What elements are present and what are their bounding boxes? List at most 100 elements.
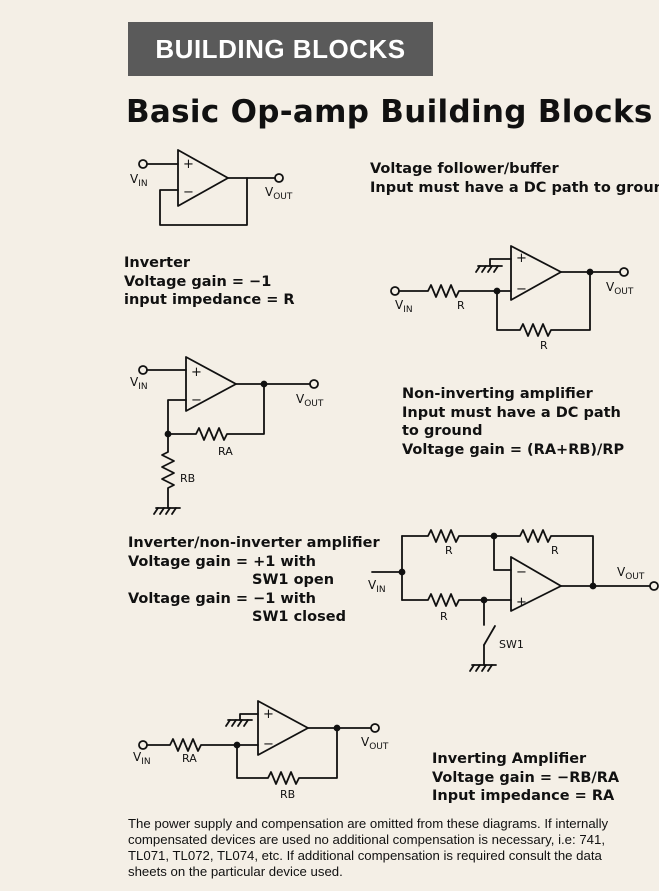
- r-label: R: [440, 610, 448, 623]
- output-terminal: [274, 173, 284, 183]
- wire: [489, 258, 512, 267]
- plus-label: +: [191, 365, 202, 380]
- r-label: R: [551, 544, 559, 557]
- wire: [493, 535, 512, 571]
- vin-label: VIN: [133, 750, 151, 767]
- footer-note: The power supply and compensation are om…: [128, 816, 609, 879]
- output-terminal: [370, 723, 380, 733]
- ground-hatch: [475, 664, 481, 672]
- caption-inverter-non-inverter: Inverter/non-inverter amplifier Voltage …: [128, 534, 380, 627]
- ground-hatch: [469, 664, 475, 672]
- plus-label: +: [263, 707, 274, 722]
- ground-hatch: [487, 664, 493, 672]
- wire: [239, 713, 259, 721]
- ground-hatch: [481, 664, 487, 672]
- vout-label: VOUT: [361, 735, 389, 752]
- caption-non-inverting: Non-inverting amplifier Input must have …: [402, 385, 624, 459]
- minus-label: −: [191, 393, 202, 408]
- caption-line: input impedance = R: [124, 292, 295, 308]
- caption-voltage-follower: Voltage follower/buffer Input must have …: [370, 160, 659, 197]
- r-label: R: [457, 299, 465, 312]
- ground-hatch: [493, 265, 499, 273]
- gain-condition: SW1 closed: [252, 609, 346, 625]
- junction-dot: [589, 582, 597, 590]
- vout-label: VOUT: [296, 392, 324, 409]
- output-terminal: [309, 379, 319, 389]
- ground-hatch: [153, 507, 159, 515]
- wire: [167, 399, 187, 435]
- page-title: Basic Op-amp Building Blocks: [126, 94, 653, 130]
- caption-gain-row-2: Voltage gain = −1 with: [128, 590, 380, 609]
- resistor-rb: [161, 433, 175, 509]
- vout-label: VOUT: [606, 280, 634, 297]
- opamp: [177, 149, 229, 207]
- resistor-r-feedback: [493, 529, 594, 587]
- caption-title: Inverter/non-inverter amplifier: [128, 535, 380, 551]
- vout-label: VOUT: [265, 185, 293, 202]
- ground-hatch: [243, 719, 249, 727]
- gain-value: −1 with: [253, 590, 316, 607]
- diagram-inverter: + − VIN VOUT R R: [390, 245, 634, 352]
- switch-sw1: [483, 625, 496, 646]
- caption-line: Inverter: [124, 255, 191, 271]
- opamp: [185, 356, 237, 412]
- opamp: [257, 700, 309, 756]
- resistor-ra: [167, 383, 265, 441]
- ra-label: RA: [218, 445, 233, 458]
- junction-dot: [586, 268, 594, 276]
- vin-label: VIN: [368, 578, 386, 595]
- ra-label: RA: [182, 752, 197, 765]
- ground-hatch: [487, 265, 493, 273]
- diagram-voltage-follower: + − VIN VOUT: [130, 149, 293, 226]
- gain-label: Voltage gain =: [128, 553, 248, 570]
- caption-line: Voltage gain = −RB/RA: [432, 769, 620, 786]
- ground-hatch: [159, 507, 165, 515]
- junction-dot: [493, 287, 501, 295]
- resistor-r-top: [401, 529, 495, 543]
- gain-value: +1 with: [253, 553, 316, 570]
- resistor-r-bottom: [401, 593, 512, 607]
- plus-label: +: [183, 157, 194, 172]
- resistor-r: [398, 284, 498, 298]
- minus-label: −: [263, 737, 274, 752]
- caption-line: Input must have a DC path to ground: [370, 179, 659, 196]
- gain-label: Voltage gain =: [128, 590, 248, 607]
- ground-hatch: [481, 265, 487, 273]
- ground-hatch: [231, 719, 237, 727]
- resistor-ra: [146, 738, 238, 752]
- caption-line: Input impedance = RA: [432, 788, 615, 804]
- plus-label: +: [516, 251, 527, 266]
- vin-label: VIN: [395, 298, 413, 315]
- caption-line: Voltage gain = −1: [124, 273, 272, 290]
- gain-condition: SW1 open: [252, 572, 335, 588]
- minus-label: −: [183, 185, 194, 200]
- input-terminal: [138, 365, 148, 375]
- ground-hatch: [475, 265, 481, 273]
- plus-label: +: [516, 595, 527, 610]
- resistor-r-feedback: [496, 271, 591, 337]
- junction-dot: [333, 724, 341, 732]
- caption-gain-row-1: Voltage gain = +1 with: [128, 553, 380, 572]
- ground-hatch: [171, 507, 177, 515]
- ground-hatch: [225, 719, 231, 727]
- caption-line: Voltage gain = (RA+RB)/RP: [402, 441, 625, 458]
- caption-inverter: Inverter Voltage gain = −1 input impedan…: [124, 254, 295, 310]
- output-terminal: [649, 581, 659, 591]
- minus-label: −: [516, 565, 527, 580]
- resistor-rb-feedback: [236, 727, 338, 785]
- caption-line: Input must have a DC path: [402, 404, 621, 421]
- vin-label: VIN: [130, 172, 148, 189]
- diagram-non-inverting: + − VIN VOUT RA RB: [130, 356, 324, 515]
- caption-inverting-amplifier: Inverting Amplifier Voltage gain = −RB/R…: [432, 750, 619, 806]
- opamp: [510, 556, 562, 612]
- sw1-label: SW1: [499, 638, 524, 651]
- caption-line: Voltage follower/buffer: [370, 161, 559, 177]
- r-label: R: [445, 544, 453, 557]
- input-terminal: [138, 740, 148, 750]
- caption-line: Inverting Amplifier: [432, 751, 587, 767]
- rb-label: RB: [180, 472, 195, 485]
- wire: [159, 177, 248, 226]
- section-banner: BUILDING BLOCKS: [128, 22, 433, 76]
- diagram-inverter-non-inverter: − + VIN VOUT R R R SW1: [368, 529, 659, 672]
